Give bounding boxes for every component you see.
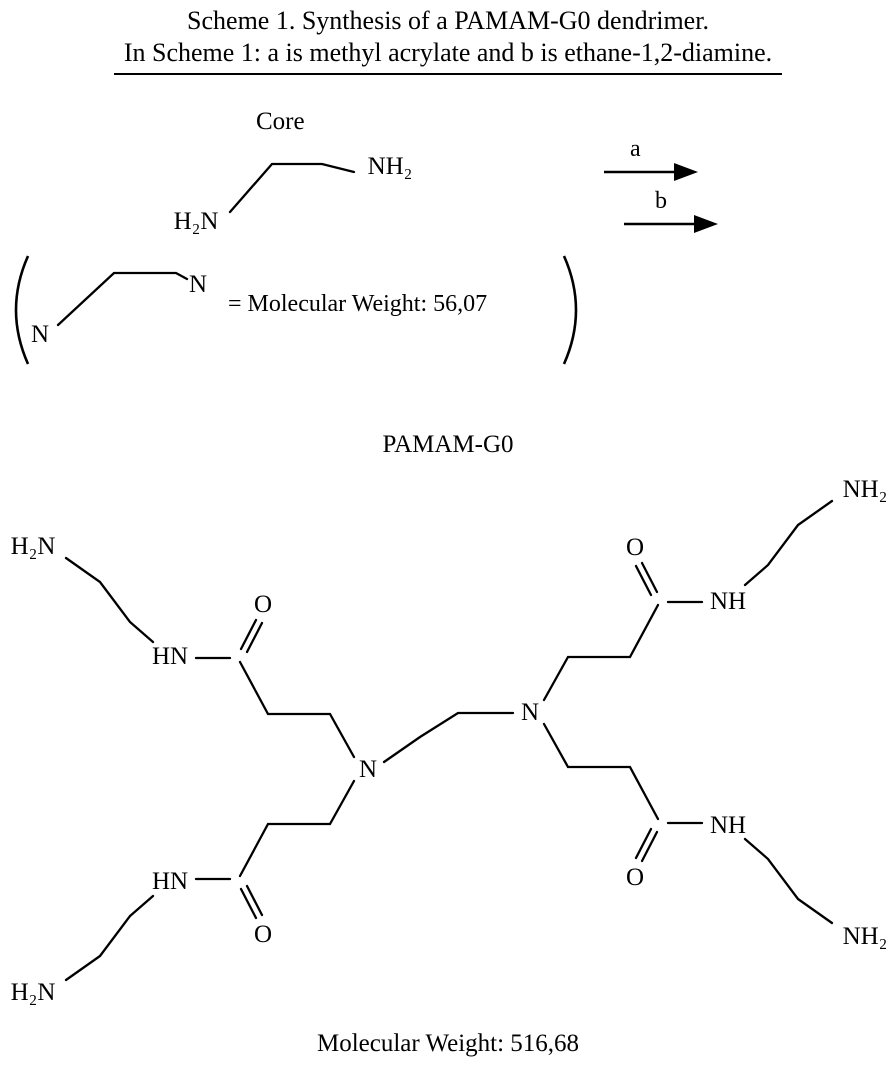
scheme-title-line2: In Scheme 1: a is methyl acrylate and b …	[113, 38, 783, 75]
ll-carbonyl-double-bond-1	[239, 887, 258, 920]
scheme-title-line2-row: In Scheme 1: a is methyl acrylate and b …	[0, 38, 896, 75]
arm-lower-left: HN O H₂N	[11, 779, 356, 1006]
ur-oxygen-label: O	[626, 534, 644, 561]
lr-amide-nh-label: NH	[710, 812, 746, 839]
ll-chain-bonds	[238, 779, 356, 878]
ul-terminal-h2n-label: H₂N	[11, 533, 56, 560]
ll-terminal-bonds	[64, 894, 155, 982]
dendrimer-core: N N	[359, 699, 539, 783]
ul-chain-bonds	[238, 660, 356, 759]
scheme-title-line1: Scheme 1. Synthesis of a PAMAM-G0 dendri…	[187, 6, 709, 35]
arrow-a-label: a	[630, 136, 641, 162]
core-n-left-label: N	[359, 756, 377, 783]
dendrimer-structure: N N HN O H₂N HN O H₂N	[11, 476, 888, 1006]
ul-carbonyl-double-bond-1	[239, 618, 258, 651]
ul-carbonyl-double-bond-2	[245, 621, 264, 654]
ur-carbonyl-double-bond-1	[640, 561, 659, 594]
product-name-label: PAMAM-G0	[382, 431, 514, 458]
arm-upper-left: HN O H₂N	[11, 533, 356, 759]
repeat-unit-n-top-label: N	[189, 271, 207, 298]
right-parenthesis	[562, 255, 578, 365]
arrow-b-label: b	[655, 188, 667, 214]
lr-terminal-nh2-label: NH₂	[843, 923, 888, 950]
ll-carbonyl-double-bond-2	[245, 884, 264, 917]
lr-oxygen-label: O	[626, 864, 644, 891]
core-n-right-label: N	[521, 699, 539, 726]
lr-terminal-bonds	[743, 837, 834, 925]
ur-terminal-nh2-label: NH₂	[843, 476, 888, 503]
ur-terminal-bonds	[743, 499, 834, 587]
core-molecule-bonds	[228, 162, 356, 214]
lr-carbonyl-double-bond-1	[640, 830, 659, 863]
repeat-unit-mw-text: = Molecular Weight: 56,07	[228, 291, 488, 317]
arrow-a-head-icon	[674, 163, 698, 181]
arrow-a	[604, 163, 698, 181]
lr-chain-bonds	[542, 722, 660, 821]
arrow-b	[624, 215, 718, 233]
ur-amide-nh-label: NH	[710, 588, 746, 615]
core-molecule: H₂N NH₂	[174, 153, 413, 235]
core-nh2-label: NH₂	[368, 153, 413, 180]
core-h2n-label: H₂N	[174, 208, 219, 235]
repeat-unit-n-bottom-label: N	[31, 321, 49, 348]
ul-amide-hn-label: HN	[152, 643, 188, 670]
repeat-unit: N N	[14, 255, 578, 365]
ul-oxygen-label: O	[254, 591, 272, 618]
ur-chain-bonds	[542, 603, 660, 702]
arm-upper-right: NH O NH₂	[542, 476, 888, 702]
ll-amide-hn-label: HN	[152, 868, 188, 895]
core-label: Core	[256, 108, 305, 135]
repeat-unit-bonds	[56, 271, 189, 327]
ll-terminal-h2n-label: H₂N	[11, 979, 56, 1006]
product-mw-label: Molecular Weight: 516,68	[316, 1030, 580, 1057]
ul-terminal-bonds	[64, 556, 155, 644]
arrow-b-head-icon	[694, 215, 718, 233]
left-parenthesis	[14, 255, 30, 365]
arm-lower-right: NH O NH₂	[542, 722, 888, 950]
lr-carbonyl-double-bond-2	[634, 827, 653, 860]
ll-oxygen-label: O	[254, 921, 272, 948]
dendrimer-core-bonds	[382, 711, 515, 764]
ur-carbonyl-double-bond-2	[634, 564, 653, 597]
